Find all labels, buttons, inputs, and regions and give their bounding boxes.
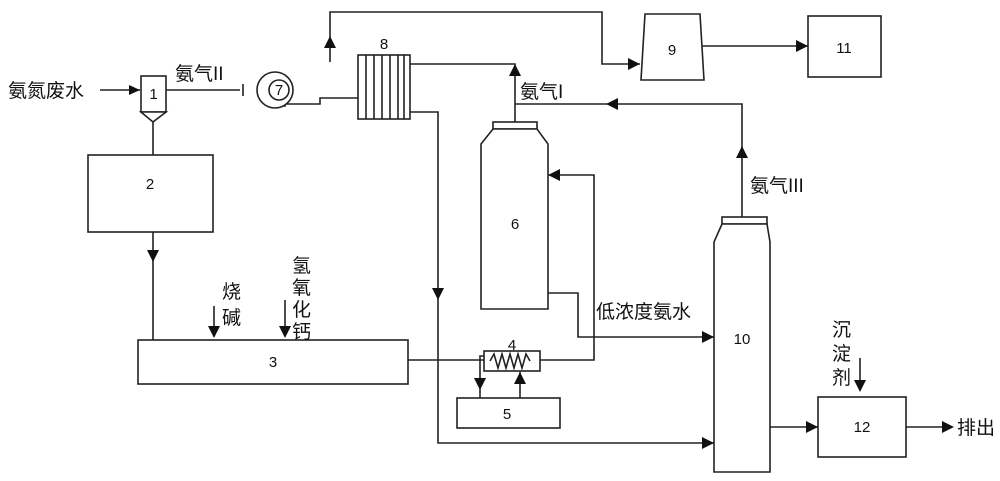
gas3-line [515,103,743,220]
caustic-label-2: 碱 [222,307,241,329]
unit-10-label: 10 [734,331,751,348]
u4-to-u6-line [540,174,595,361]
arrow-to-u9 [628,58,640,70]
unit-5-label: 5 [503,406,511,423]
unit-9-label: 9 [668,42,676,59]
unit-4-exchanger: 4 [483,337,541,372]
exchanger-to-u10-line [410,111,714,444]
caoh-label-1: 氢 [292,255,311,277]
unit-5-box: 5 [456,397,561,429]
unit-6-label: 6 [511,216,519,233]
arrow-gas3 [606,98,618,110]
inlet-label: 氨氮废水 [8,80,84,102]
arrow-to-u11 [796,40,808,52]
arrow-from-u5 [514,372,526,384]
unit-10-column: 10 [713,216,771,473]
arrow-to-u5 [474,378,486,390]
top-loop-line [329,11,640,65]
unit-11-box: 11 [807,15,882,78]
unit-8-label: 8 [380,36,388,53]
unit-7-label: 7 [275,82,283,99]
unit-7-pump: 7 [256,71,294,109]
arrow-feed [129,85,140,95]
arrow-precipitant [854,380,866,392]
caoh-label-4: 钙 [292,321,311,343]
arrow-top-loop [324,36,336,48]
gas1-label: 氨气I [520,81,563,103]
caoh-label-3: 化 [292,299,311,321]
unit-1-vessel: 1 [138,75,169,124]
arrow-down-left [432,288,444,300]
arrow-u10-up [736,146,748,158]
u6-to-u10-line [548,292,714,338]
precipitant-label-1: 沉 [832,319,851,341]
unit-2-label: 2 [146,176,154,193]
arrow-to-u12 [806,421,818,433]
precipitant-label-3: 剂 [832,367,851,389]
unit-4-label: 4 [508,337,516,354]
exchanger-to-u6-line [410,63,516,126]
unit-1-label: 1 [149,86,157,103]
unit-2-box: 2 [87,154,214,233]
unit-9-condenser: 9 [640,13,705,81]
gas2-label: 氨气II [175,63,224,85]
arrow-u2-u3 [147,250,159,262]
arrow-caoh [279,326,291,338]
unit-3-tank: 3 [137,339,409,385]
gas3-label: 氨气III [750,175,804,197]
caoh-label-2: 氧 [292,277,311,299]
unit-11-label: 11 [836,40,852,57]
pump-to-exchanger-line [285,97,358,105]
discharge-label: 排出 [957,417,995,439]
unit-6-column: 6 [480,121,549,310]
arrow-to-u6-side [548,169,560,181]
arrow-discharge [942,421,954,433]
unit-3-label: 3 [269,354,277,371]
low-ammonia-label: 低浓度氨水 [596,301,691,323]
arrow-to-u6-top [509,64,521,76]
unit-8-exchanger: 8 [357,36,411,120]
arrow-to-u10-low [702,437,714,449]
unit-12-box: 12 [817,396,907,458]
unit-12-label: 12 [854,419,871,436]
precipitant-label-2: 淀 [832,343,851,365]
arrow-caustic [208,326,220,338]
arrow-to-u10-mid [702,331,714,343]
caustic-label-1: 烧 [222,281,241,303]
